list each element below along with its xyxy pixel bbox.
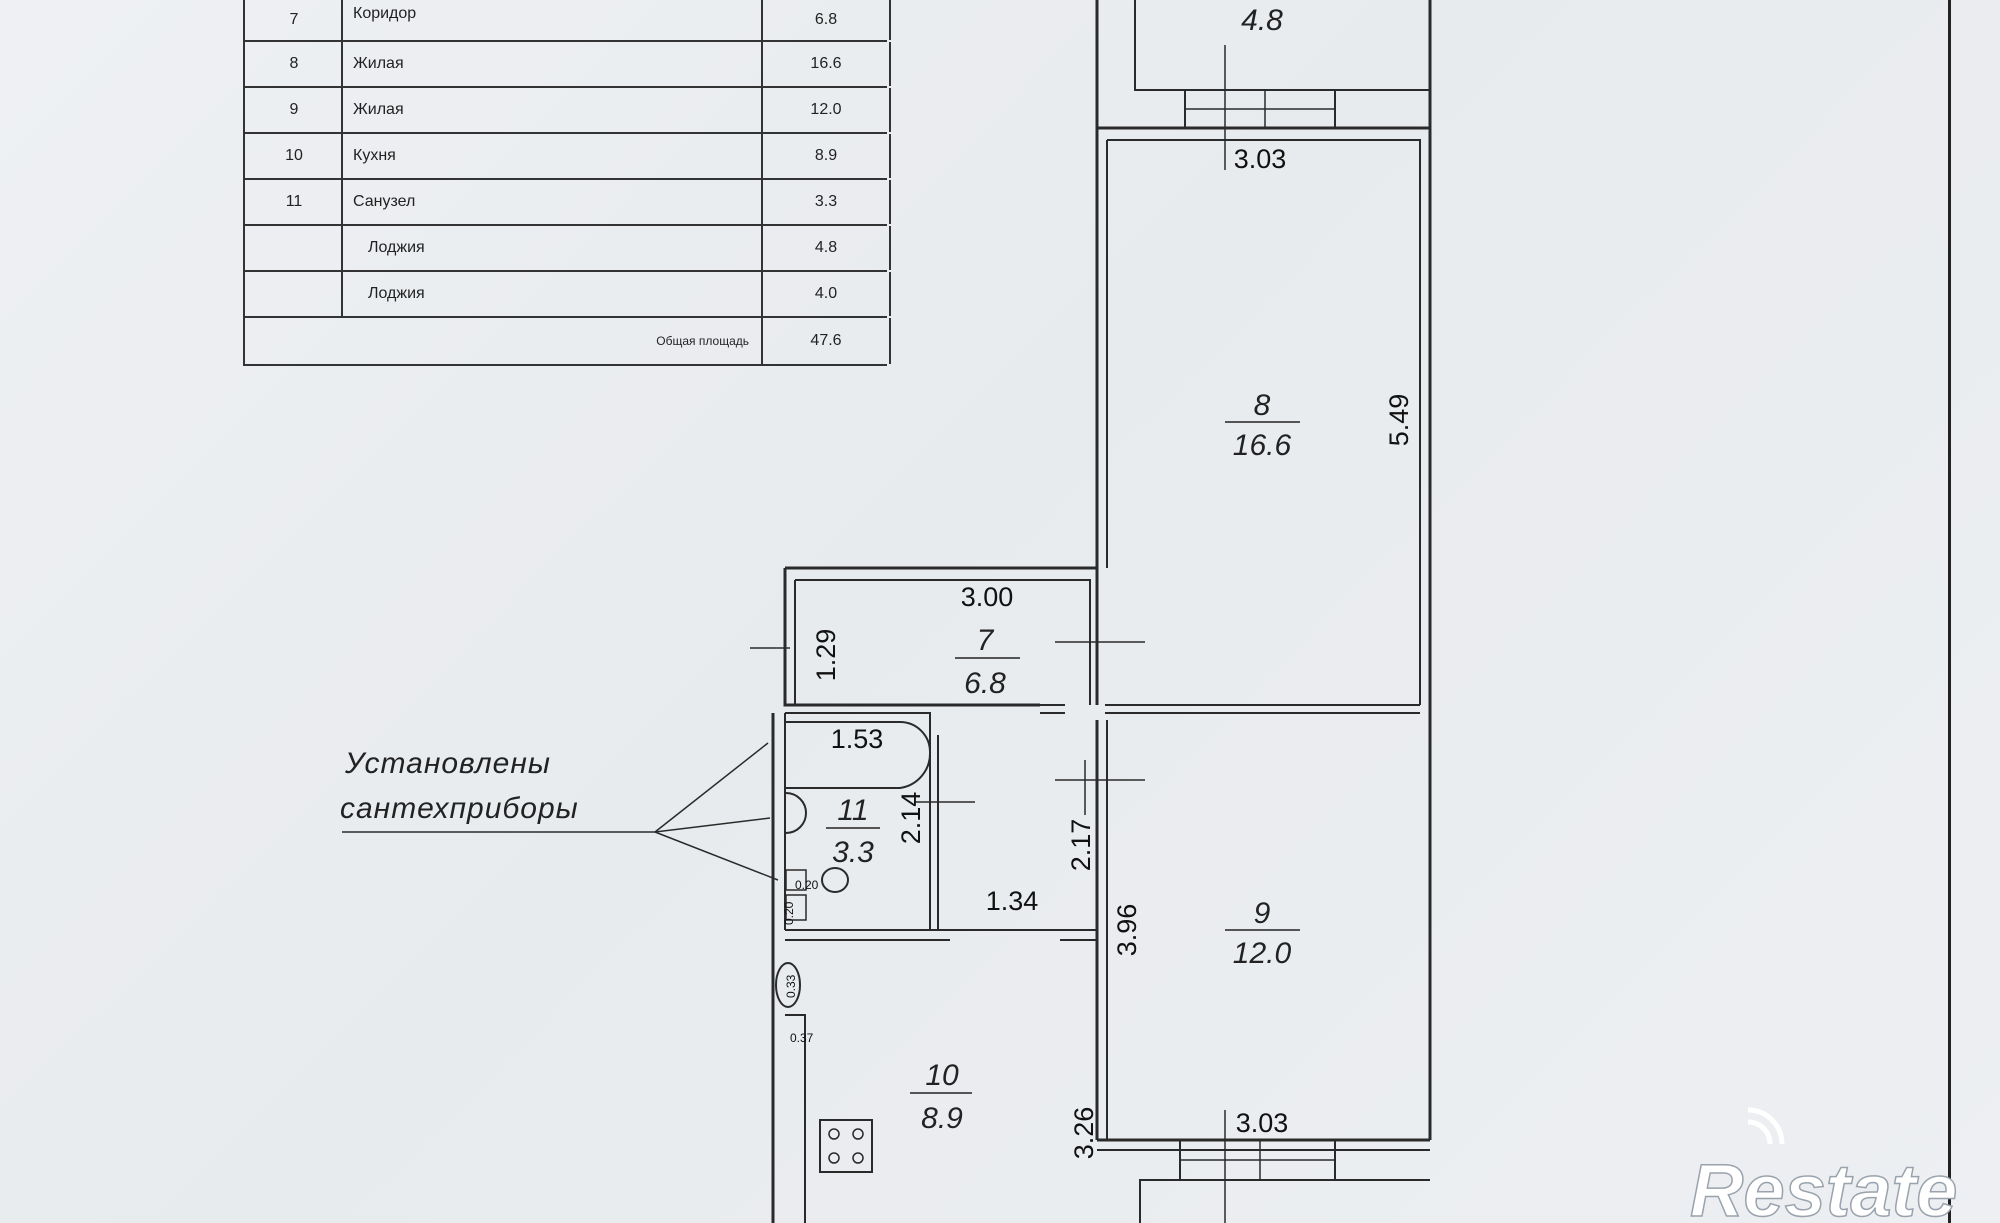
dim-small-1: 0.20 [795,878,819,892]
dim-hall-height: 2.17 [1066,819,1096,872]
riser-pipe [775,962,801,1008]
row-room-name: Жилая [341,42,761,86]
row-number: 8 [243,42,343,86]
room9-number: 9 [1254,897,1271,930]
logo-text: Restate [1690,1149,1957,1223]
room11-number: 11 [837,794,868,827]
dim-hall-width: 1.34 [986,886,1039,916]
row-number: 10 [243,134,343,178]
room9-area: 12.0 [1233,937,1292,970]
table-row: 8 Жилая 16.6 [243,42,891,88]
table-row: 11 Санузел 3.3 [243,180,891,226]
row-room-area: 4.0 [761,272,891,316]
dim-bath-height: 2.14 [896,792,926,845]
row-room-area: 6.8 [761,0,891,40]
bathroom-outline [785,712,931,930]
restate-logo: Restate [1689,1107,1958,1223]
row-room-area: 8.9 [761,134,891,178]
total-area-value: 47.6 [761,318,891,364]
dim-corridor-width: 3.00 [961,582,1014,612]
row-room-area: 3.3 [761,180,891,224]
room7-number: 7 [977,624,995,657]
room-area-table: 7 Коридор 6.8 8 Жилая 16.6 9 Жилая 12.0 … [243,0,891,366]
row-room-name: Кухня [341,134,761,178]
total-area-label: Общая площадь [243,318,759,364]
row-room-area: 4.8 [761,226,891,270]
dim-small-2: 0.20 [782,901,796,925]
row-number: 11 [243,180,343,224]
dim-corridor-height: 1.29 [811,629,841,682]
table-row: 10 Кухня 8.9 [243,134,891,180]
dim-room8-height: 5.49 [1384,394,1414,447]
dim-riser: 0.33 [784,974,798,998]
row-room-name: Жилая [341,88,761,132]
room8-number: 8 [1254,389,1271,422]
kitchen-outline [785,1014,806,1223]
dim-bath-width: 1.53 [831,724,884,754]
wall-room8-right [1107,139,1421,705]
row-room-area: 12.0 [761,88,891,132]
table-row: 7 Коридор 6.8 [243,0,891,42]
table-row: Лоджия 4.8 [243,226,891,272]
row-number [243,226,343,270]
table-row: Лоджия 4.0 [243,272,891,318]
dim-bottom-width: 3.03 [1236,1108,1289,1138]
plumbing-note-line1: Установлены [344,747,551,780]
room8-area: 16.6 [1233,429,1292,462]
toilet [821,867,849,893]
stove [819,1119,873,1173]
loggia-bottom-outline [1139,1179,1430,1223]
dim-top-width: 3.03 [1234,144,1287,174]
sink [785,792,807,834]
row-number: 7 [243,0,343,40]
plumbing-note-line2: сантехприборы [340,792,579,825]
dim-kitchen-height: 3.26 [1069,1107,1099,1160]
dim-small-3: 0.37 [790,1031,814,1045]
row-room-name: Коридор [341,0,761,40]
row-room-name: Санузел [341,180,761,224]
row-room-area: 16.6 [761,42,891,86]
row-room-name: Лоджия [341,226,761,270]
room10-area: 8.9 [921,1102,963,1135]
room11-area: 3.3 [832,836,874,869]
loggia-top-area: 4.8 [1241,4,1283,37]
room10-number: 10 [925,1059,959,1092]
corridor-outline [785,566,1099,705]
dim-room9-height: 3.96 [1112,904,1142,957]
bathtub [785,721,932,789]
row-number: 9 [243,88,343,132]
room7-area: 6.8 [964,667,1006,700]
row-number [243,272,343,316]
table-total-row: Общая площадь 47.6 [243,318,891,366]
sheet-border [1948,0,1951,1223]
row-room-name: Лоджия [341,272,761,316]
table-row: 9 Жилая 12.0 [243,88,891,134]
